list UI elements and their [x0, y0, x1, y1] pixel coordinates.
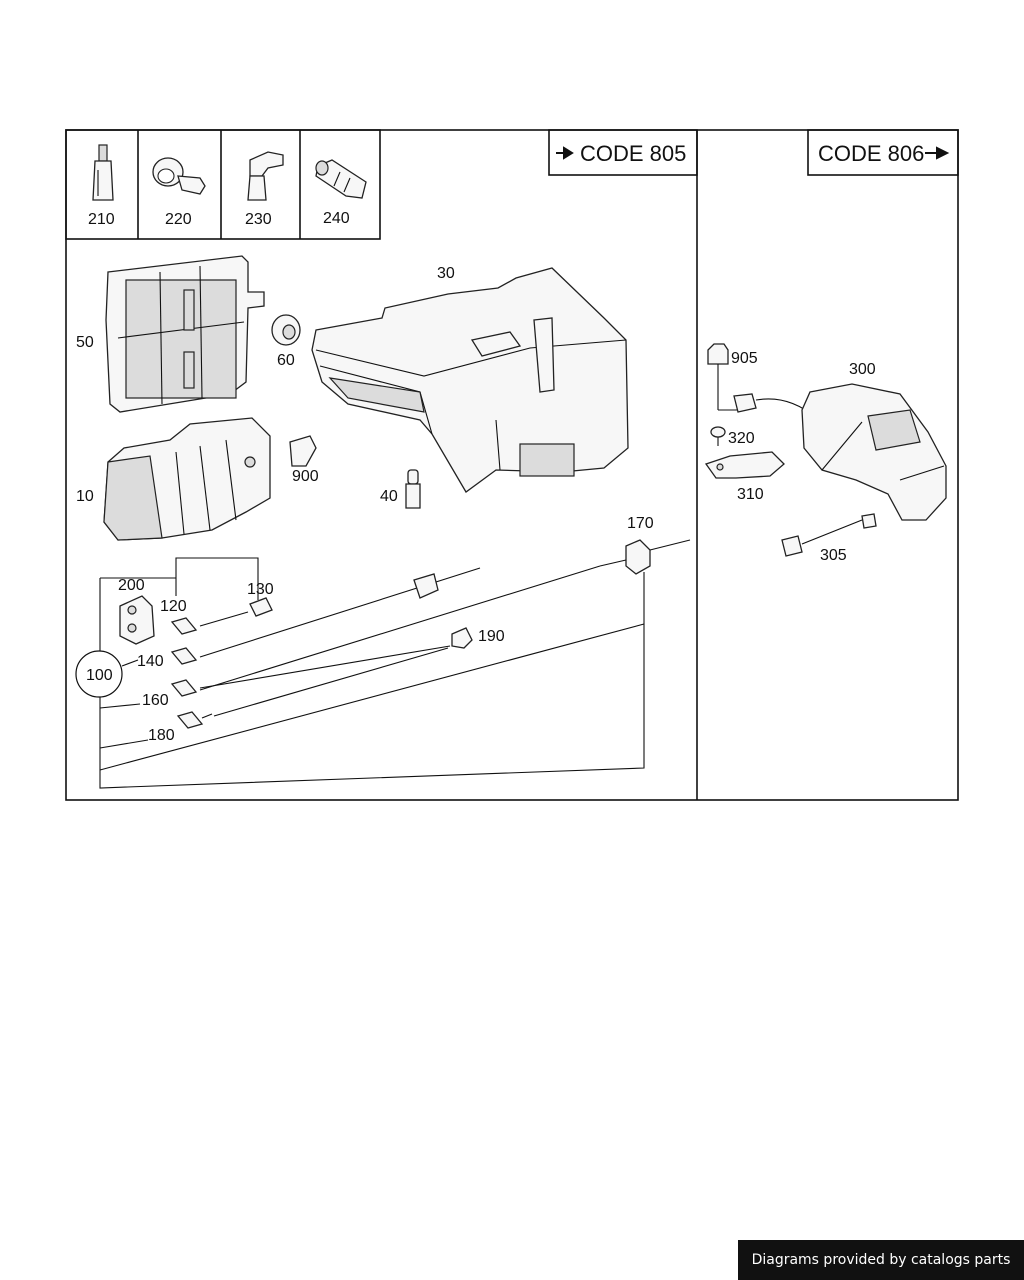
- plug-part-180: [176, 711, 204, 729]
- label-305: 305: [820, 547, 847, 564]
- label-905: 905: [731, 350, 758, 367]
- code-805-box: CODE 805: [548, 129, 698, 176]
- label-240: 240: [323, 210, 350, 227]
- connector-plug-icon: [92, 144, 114, 201]
- label-210: 210: [88, 211, 115, 228]
- small-parts-box: [65, 129, 381, 240]
- label-300: 300: [849, 361, 876, 378]
- label-320: 320: [728, 430, 755, 447]
- connector-part-905: [707, 343, 740, 411]
- control-unit-part-10: [103, 417, 271, 541]
- label-50: 50: [76, 334, 94, 351]
- label-130: 130: [247, 581, 274, 598]
- label-310: 310: [737, 486, 764, 503]
- clip-part-900: [289, 435, 317, 467]
- angled-plug-part-190: [451, 627, 473, 649]
- code-805-label: CODE 805: [580, 141, 686, 166]
- plug-part-160: [170, 679, 198, 697]
- screw-part-320: [710, 426, 726, 446]
- plug-part-140: [170, 647, 198, 665]
- label-200: 200: [118, 577, 145, 594]
- label-900: 900: [292, 468, 319, 485]
- label-190: 190: [478, 628, 505, 645]
- cable-part-305: [781, 513, 877, 557]
- bracket-part-310: [704, 451, 785, 479]
- panel-part-50: [105, 255, 265, 413]
- plug-part-130: [249, 597, 273, 617]
- label-160: 160: [142, 692, 169, 709]
- label-140: 140: [137, 653, 164, 670]
- set-callout-100: 100: [75, 572, 645, 789]
- angled-connector-icon: [247, 151, 284, 201]
- arrow-right-icon: [925, 146, 950, 160]
- label-30: 30: [437, 265, 455, 282]
- cable-set: [199, 539, 691, 719]
- actuator-part-300: [733, 383, 947, 521]
- label-100: 100: [86, 667, 113, 684]
- label-60: 60: [277, 352, 295, 369]
- plug-part-120: [170, 617, 198, 635]
- credit-banner: Diagrams provided by catalogs parts: [738, 1240, 1024, 1280]
- label-10: 10: [76, 488, 94, 505]
- diagram-frame: [65, 129, 959, 801]
- arrow-right-icon: [556, 146, 574, 160]
- label-170: 170: [627, 515, 654, 532]
- label-230: 230: [245, 211, 272, 228]
- housing-part-30: [311, 267, 629, 493]
- straight-connector-icon: [315, 159, 367, 199]
- bulb-part-40: [405, 469, 421, 509]
- label-120: 120: [160, 598, 187, 615]
- code-806-box: CODE 806: [807, 129, 959, 176]
- connector-block-part-200: [119, 595, 155, 645]
- label-40: 40: [380, 488, 398, 505]
- label-220: 220: [165, 211, 192, 228]
- hose-clip-icon: [152, 157, 206, 195]
- cap-part-60: [271, 314, 301, 346]
- label-180: 180: [148, 727, 175, 744]
- code-806-label: CODE 806: [818, 141, 924, 166]
